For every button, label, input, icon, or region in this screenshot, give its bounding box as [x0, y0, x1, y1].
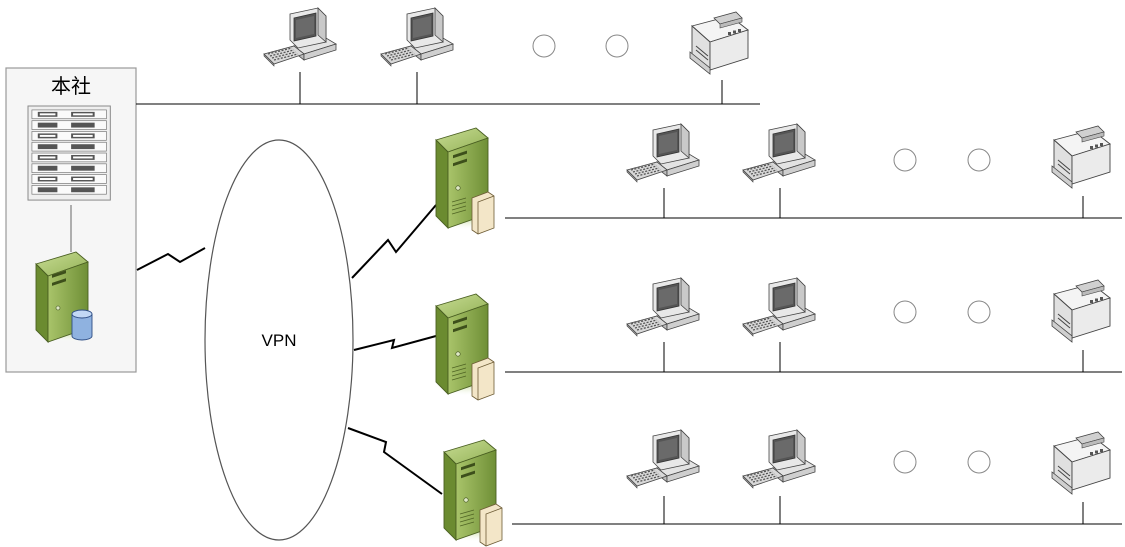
- node-circle-icon: [967, 148, 991, 172]
- printer-icon: [1051, 125, 1111, 189]
- rack-server-icon: [27, 105, 111, 201]
- lightning-link-icon: [347, 427, 443, 495]
- node-circle-icon: [893, 450, 917, 474]
- node-circle-icon: [532, 34, 556, 58]
- headquarters-box: 本社: [5, 67, 137, 373]
- workstation-icon: [742, 429, 816, 489]
- workstation-icon: [626, 123, 700, 183]
- workstation-icon: [626, 277, 700, 337]
- workstation-icon: [263, 7, 337, 67]
- node-circle-icon: [893, 148, 917, 172]
- hq-lan: [136, 7, 760, 105]
- lightning-link-icon: [351, 204, 437, 279]
- branch-network: [439, 429, 1122, 547]
- workstation-icon: [742, 277, 816, 337]
- lightning-link-icon: [353, 335, 437, 351]
- branch-server-icon: [431, 293, 501, 401]
- vpn-label: VPN: [262, 331, 297, 350]
- printer-icon: [1051, 279, 1111, 343]
- node-circle-icon: [605, 34, 629, 58]
- branch-server-icon: [439, 439, 509, 547]
- node-circle-icon: [893, 300, 917, 324]
- branch-server-icon: [431, 127, 501, 235]
- branch-network: [431, 123, 1122, 235]
- workstation-icon: [380, 7, 454, 67]
- node-circle-icon: [967, 300, 991, 324]
- printer-icon: [689, 11, 749, 75]
- vpn-cloud: VPN: [204, 139, 354, 541]
- branch-network: [431, 277, 1122, 401]
- headquarters-label: 本社: [51, 74, 91, 98]
- node-circle-icon: [967, 450, 991, 474]
- lightning-link-icon: [136, 247, 206, 271]
- printer-icon: [1051, 431, 1111, 495]
- workstation-icon: [626, 429, 700, 489]
- workstation-icon: [742, 123, 816, 183]
